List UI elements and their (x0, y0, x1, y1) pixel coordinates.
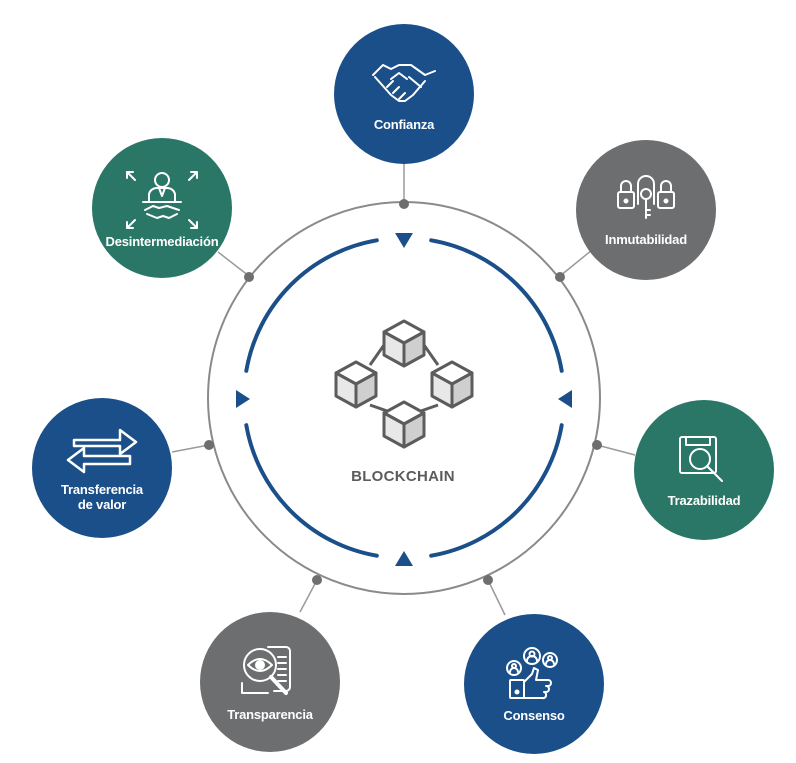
outer-ring (207, 201, 601, 595)
node-label: Confianza (373, 116, 435, 132)
node-label: Inmutabilidad (605, 231, 687, 247)
triangle-bottom (395, 551, 413, 566)
center-label: BLOCKCHAIN (351, 468, 455, 485)
node-desintermediacion: Desintermediación (92, 138, 232, 278)
eye-document-icon (241, 645, 291, 695)
blockchain-cubes-icon (334, 319, 474, 449)
node-label: Transparencia (227, 706, 313, 722)
node-consenso: Consenso (464, 614, 604, 754)
triangle-right (558, 390, 572, 408)
connector-transparencia (299, 579, 318, 613)
exchange-arrows-icon (66, 428, 138, 474)
dot-confianza (399, 199, 409, 209)
node-transparencia: Transparencia (200, 612, 340, 752)
node-label-group: Transferencia de valor (61, 482, 143, 512)
key-lock-icon (617, 174, 675, 219)
node-label: Consenso (503, 707, 565, 723)
dot-consenso (483, 575, 493, 585)
connector-transferencia (171, 444, 210, 453)
node-label-line2: de valor (77, 497, 127, 512)
arc-top-left (244, 238, 379, 373)
connectors (171, 160, 636, 616)
connector-desintermediacion (217, 251, 250, 277)
node-inmutabilidad: Inmutabilidad (576, 140, 716, 280)
dot-inmutabilidad (555, 272, 565, 282)
arc-bottom-left (244, 423, 379, 558)
node-label: Desintermediación (105, 233, 219, 249)
triangle-top (395, 233, 413, 248)
node-label-line1: Transferencia (61, 482, 143, 497)
triangle-left (236, 390, 250, 408)
connector-consenso (487, 579, 506, 616)
node-confianza: Confianza (334, 24, 474, 164)
arc-top-right (429, 238, 564, 373)
inner-arcs (244, 238, 564, 558)
handshake-icon (372, 63, 436, 102)
node-trazabilidad: Trazabilidad (634, 400, 774, 540)
dot-transparencia (312, 575, 322, 585)
connector-inmutabilidad (559, 249, 593, 277)
flow-triangles (236, 233, 572, 566)
arc-bottom-right (429, 423, 564, 558)
dot-desintermediacion (244, 272, 254, 282)
dot-transferencia (204, 440, 214, 450)
node-transferencia: Transferencia de valor (32, 398, 172, 538)
magnifier-document-icon (679, 435, 723, 482)
person-handshake-icon (126, 170, 198, 229)
connector-dots (204, 199, 602, 585)
connector-trazabilidad (596, 444, 636, 456)
dot-trazabilidad (592, 440, 602, 450)
node-label: Trazabilidad (667, 492, 741, 508)
thumbs-up-people-icon (506, 646, 558, 699)
